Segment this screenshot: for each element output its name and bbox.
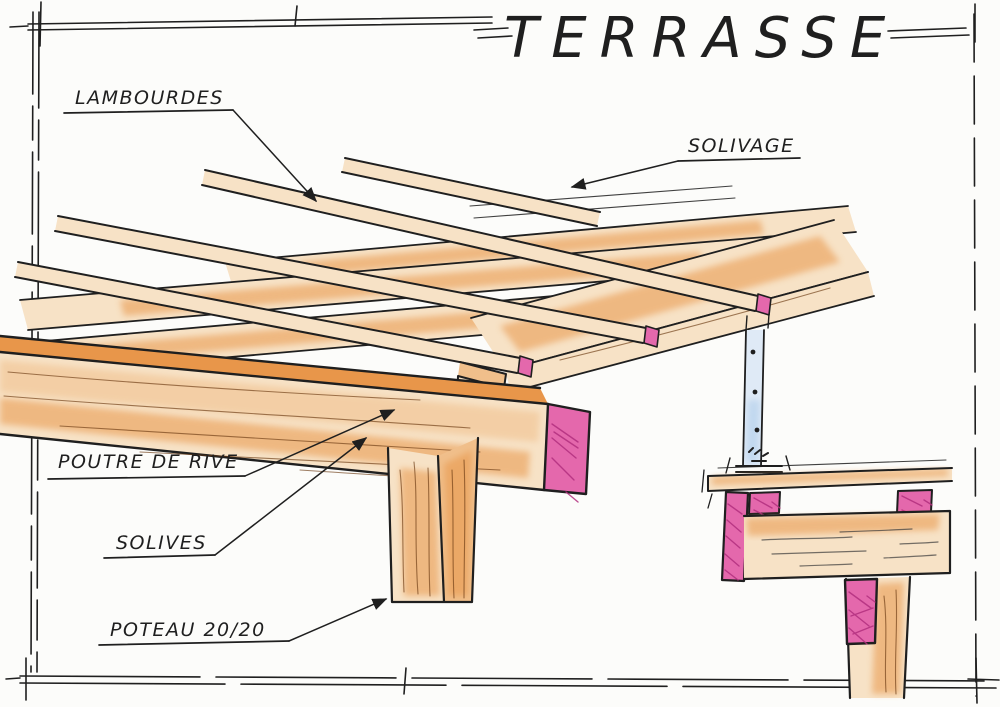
- metal-post-anchor: [725, 313, 791, 474]
- label-poteau: POTEAU 20/20: [98, 598, 388, 646]
- label-lambourdes-text: LAMBOURDES: [75, 87, 224, 109]
- label-solivage: SOLIVAGE: [570, 135, 801, 190]
- label-solives-text: SOLIVES: [116, 532, 207, 554]
- annotations-group: LAMBOURDES SOLIVAGE POUTRE DE RIVE SOLIV…: [47, 87, 801, 646]
- lambourde-cross-section: [748, 491, 781, 519]
- deck-board: [701, 459, 953, 509]
- lambourde-batten: [201, 169, 772, 316]
- section-beam: [742, 509, 952, 581]
- section-post: [843, 575, 912, 700]
- lambourde-batten: [54, 215, 660, 348]
- section-detail-group: [701, 313, 953, 700]
- lambourdes-group: [14, 157, 772, 378]
- post-notch-end-grain: [843, 577, 879, 646]
- label-lambourdes: LAMBOURDES: [63, 87, 318, 203]
- lambourde-batten: [14, 261, 534, 378]
- label-poutre-de-rive-text: POUTRE DE RIVE: [58, 451, 239, 473]
- rim-joist-end-grain: [720, 490, 750, 583]
- drawing-border-frame: [5, 1, 1000, 704]
- label-poteau-text: POTEAU 20/20: [110, 619, 266, 641]
- poutre-end-grain: [542, 402, 592, 503]
- poteau-post: [386, 436, 480, 604]
- label-solivage-text: SOLIVAGE: [688, 135, 795, 157]
- lambourde-batten: [341, 157, 601, 227]
- drawing-title: TERRASSE: [504, 6, 898, 71]
- label-solives: SOLIVES: [103, 437, 368, 559]
- label-poutre-de-rive: POUTRE DE RIVE: [47, 409, 396, 480]
